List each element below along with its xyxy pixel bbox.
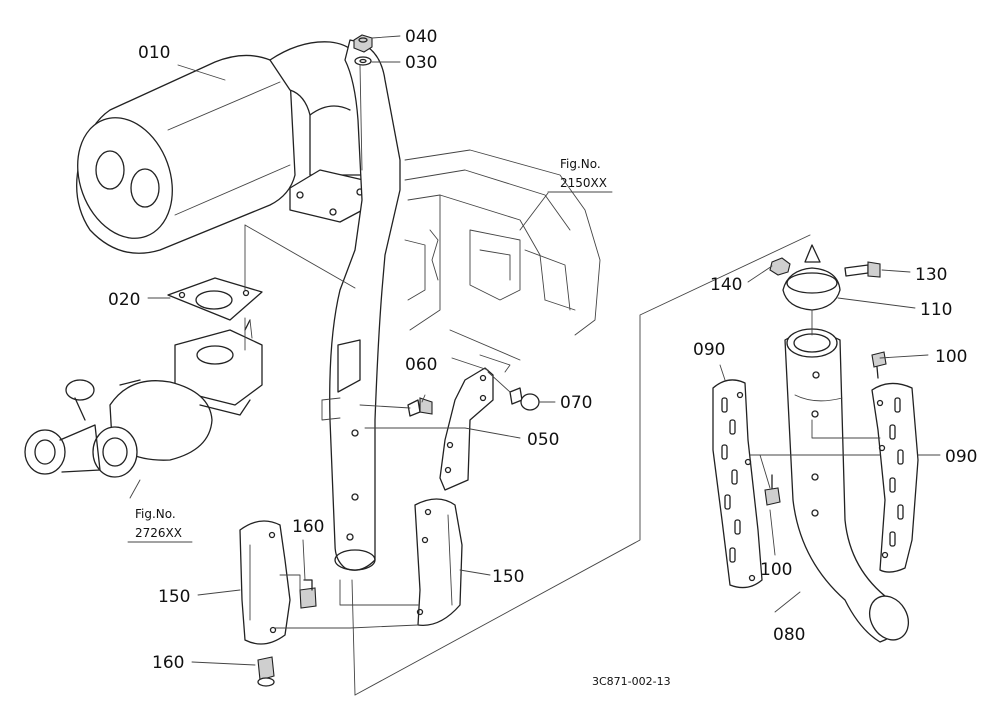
nut-040 [353, 34, 373, 53]
label-080: 080 [773, 625, 805, 645]
fig-ref-engine-prefix: Fig.No. [560, 157, 601, 171]
label-150-left: 150 [158, 587, 190, 607]
bracket-050 [439, 367, 494, 491]
clamp-110 [782, 244, 841, 311]
label-010: 010 [138, 43, 170, 63]
bolt-100-upper [871, 351, 887, 379]
fig-ref-turbo-prefix: Fig.No. [135, 507, 176, 521]
label-110: 110 [920, 300, 952, 320]
label-140: 140 [710, 275, 742, 295]
diagram-code: 3C871-002-13 [592, 675, 671, 688]
muffler-010 [76, 41, 373, 254]
label-160-upper: 160 [292, 517, 324, 537]
exhaust-pipe-main [329, 39, 401, 571]
bolt-160-lower [257, 656, 275, 687]
gasket-020 [167, 277, 263, 321]
label-160-lower: 160 [152, 653, 184, 673]
perforated-shield-090-right [871, 382, 919, 573]
heat-shield-150-left [239, 520, 291, 645]
fig-ref-engine-number: 2150XX [560, 176, 607, 190]
bolt-100-lower [764, 474, 781, 506]
label-040: 040 [405, 27, 437, 47]
heat-shield-150-right [414, 498, 463, 626]
label-070: 070 [560, 393, 592, 413]
perforated-shield-090-left [712, 379, 763, 589]
tail-pipe-080 [784, 328, 910, 643]
turbocharger-outline [24, 319, 263, 478]
fig-ref-turbo: Fig.No. 2726XX [127, 507, 193, 543]
label-090-right: 090 [945, 447, 977, 467]
label-050: 050 [527, 430, 559, 450]
bolt-070 [509, 387, 540, 411]
label-030: 030 [405, 53, 437, 73]
bolt-130 [844, 261, 881, 278]
part-labels: 010 020 040 030 060 070 050 080 090 090 … [108, 27, 977, 673]
label-100-lower: 100 [760, 560, 792, 580]
washer-030 [354, 56, 372, 66]
bolt-060 [407, 397, 433, 417]
label-060: 060 [405, 355, 437, 375]
engine-block-outline [404, 149, 601, 373]
fig-ref-turbo-number: 2726XX [135, 526, 182, 540]
label-090-left: 090 [693, 340, 725, 360]
label-130: 130 [915, 265, 947, 285]
assembly-reference-lines [244, 64, 881, 696]
label-100-upper: 100 [935, 347, 967, 367]
label-020: 020 [108, 290, 140, 310]
leader-lines [129, 35, 941, 666]
nut-140 [769, 257, 791, 276]
label-150-right: 150 [492, 567, 524, 587]
bolt-160-upper [299, 579, 317, 609]
fig-ref-engine: Fig.No. 2150XX [547, 157, 613, 193]
